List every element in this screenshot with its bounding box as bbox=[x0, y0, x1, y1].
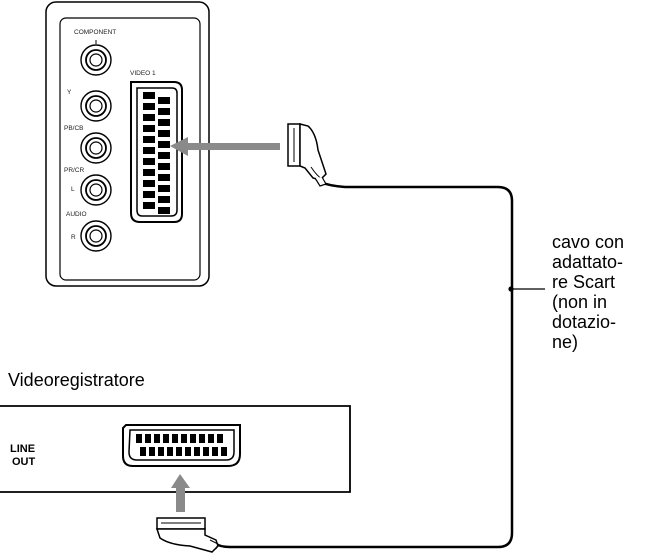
cable-caption-line: re Scart bbox=[552, 272, 616, 292]
scart-pin bbox=[145, 434, 151, 443]
scart-pins bbox=[136, 434, 227, 456]
scart-pin bbox=[185, 447, 191, 456]
scart-pin bbox=[143, 158, 155, 165]
cable-caption-line: dotazio- bbox=[552, 312, 617, 332]
scart-pin bbox=[172, 434, 178, 443]
line-out-label: LINE bbox=[10, 443, 35, 455]
scart-pin bbox=[158, 108, 170, 115]
jack-label-pr: PR/CR bbox=[64, 167, 85, 174]
cable-caption-line: (non in bbox=[552, 292, 608, 312]
scart-pin bbox=[158, 119, 170, 126]
scart-pin bbox=[140, 447, 146, 456]
scart-pin bbox=[143, 180, 155, 187]
cable-caption-line: adattato- bbox=[552, 252, 624, 272]
cable-caption-line: ne) bbox=[552, 332, 579, 352]
scart-pin bbox=[143, 191, 155, 198]
arrow-to-tv bbox=[170, 137, 280, 156]
scart-pin bbox=[158, 152, 170, 159]
jack-pr-cr[interactable] bbox=[80, 132, 112, 164]
cable-caption-line: cavo con bbox=[552, 232, 625, 252]
jack-pb-cb[interactable] bbox=[80, 90, 112, 122]
scart-pin bbox=[143, 114, 155, 121]
video1-label: VIDEO 1 bbox=[130, 70, 156, 77]
scart-pin bbox=[221, 447, 227, 456]
scart-pin bbox=[217, 434, 223, 443]
scart-pin bbox=[149, 447, 155, 456]
component-label: COMPONENT bbox=[74, 29, 116, 36]
scart-pin bbox=[158, 174, 170, 181]
scart-pin bbox=[163, 434, 169, 443]
scart-cable bbox=[213, 180, 514, 549]
vcr-device: LINE OUT bbox=[0, 405, 351, 493]
jack-audio-l[interactable] bbox=[80, 174, 112, 206]
jack-label-l: L bbox=[71, 186, 75, 193]
scart-pin bbox=[181, 434, 187, 443]
scart-line-out-socket[interactable] bbox=[122, 424, 241, 467]
scart-plug-top bbox=[287, 123, 327, 187]
scart-video1-socket[interactable] bbox=[130, 81, 183, 223]
cable-caption: cavo con adattato- re Scart (non in dota… bbox=[552, 232, 645, 352]
scart-pin bbox=[143, 169, 155, 176]
scart-pin bbox=[194, 447, 200, 456]
scart-pin bbox=[176, 447, 182, 456]
scart-plug-bottom bbox=[155, 517, 219, 553]
scart-pin bbox=[203, 447, 209, 456]
jack-label-y: Y bbox=[67, 89, 72, 96]
scart-pin bbox=[143, 103, 155, 110]
jack-label-pb: PB/CB bbox=[64, 125, 84, 132]
audio-label: AUDIO bbox=[66, 211, 87, 218]
scart-pin bbox=[143, 125, 155, 132]
scart-pin bbox=[158, 130, 170, 137]
scart-pin bbox=[143, 136, 155, 143]
scart-pin bbox=[136, 434, 142, 443]
arrow-to-vcr bbox=[171, 474, 190, 512]
line-out-label-2: OUT bbox=[12, 456, 36, 468]
scart-pin bbox=[158, 141, 170, 148]
scart-pin bbox=[158, 97, 170, 104]
scart-pin bbox=[154, 434, 160, 443]
scart-pin bbox=[143, 92, 155, 99]
scart-pin bbox=[190, 434, 196, 443]
scart-pin bbox=[143, 147, 155, 154]
jack-label-r: R bbox=[71, 234, 76, 241]
scart-pin bbox=[208, 434, 214, 443]
scart-pin bbox=[167, 447, 173, 456]
vcr-title: Videoregistratore bbox=[8, 370, 145, 390]
scart-pin bbox=[158, 447, 164, 456]
scart-pins bbox=[143, 92, 170, 214]
scart-pin bbox=[143, 202, 155, 209]
scart-pin bbox=[158, 163, 170, 170]
scart-pin bbox=[199, 434, 205, 443]
jack-audio-r[interactable] bbox=[80, 220, 112, 252]
scart-pin bbox=[158, 207, 170, 214]
scart-pin bbox=[212, 447, 218, 456]
scart-pin bbox=[158, 196, 170, 203]
tv-rear-panel: COMPONENT VIDEO 1 Y P bbox=[45, 1, 210, 287]
cable-label-leader bbox=[508, 286, 545, 292]
jack-y[interactable] bbox=[80, 44, 112, 76]
scart-pin bbox=[158, 185, 170, 192]
